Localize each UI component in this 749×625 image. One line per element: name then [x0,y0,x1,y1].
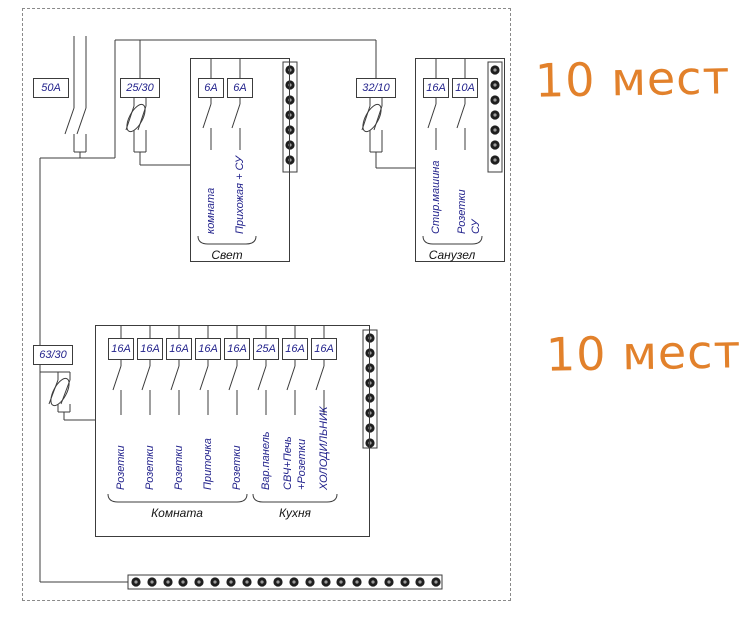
light-group-wires [202,58,241,150]
breaker-rating: 16A [282,338,308,360]
group-title-room: Комната [151,506,203,520]
group-title-light: Свет [211,248,243,262]
breaker-rating: 16A [195,338,221,360]
circuit-label: Приточка [202,438,214,490]
room-kitchen-group-box [95,325,370,537]
breaker-rating: 16A [108,338,134,360]
breaker-rating: 6A [198,78,224,98]
breaker-rating: 6A [227,78,253,98]
circuit-label: СУ [470,219,482,234]
lower-group-wires [112,325,325,415]
circuit-label: Розетки [231,445,243,490]
main-breaker-rating: 50A [33,78,69,98]
group-brackets [107,235,483,503]
circuit-label: Стир.машина [430,160,442,234]
rcd-light-rating: 25/30 [120,78,160,98]
annotation-10-places-bottom: 10 мест [545,324,742,382]
bathroom-group-box [415,58,505,262]
breaker-rating: 16A [311,338,337,360]
rcd-main-rating: 63/30 [33,345,73,365]
breaker-rating: 16A [423,78,449,98]
rcd-bath-rating: 32/10 [356,78,396,98]
circuit-label: комната [205,187,217,234]
circuit-label: Прихожая + СУ [234,156,246,234]
light-group-box [190,58,290,262]
supply-and-bus-wires [39,36,377,583]
rcd-ellipse-symbols [50,103,382,407]
breaker-rating: 16A [137,338,163,360]
bath-group-wires [427,58,466,150]
breaker-rating: 25A [253,338,279,360]
group-title-kitchen: Кухня [279,506,311,520]
annotation-10-places-top: 10 мест [534,50,731,108]
circuit-label: Розетки [115,445,127,490]
terminal-strip-rails [127,61,503,590]
breaker-rating: 10A [452,78,478,98]
group-title-bathroom: Санузел [428,248,476,262]
rcd-bath-wires [361,98,415,169]
panel-boundary [22,8,511,601]
breaker-rating: 16A [224,338,250,360]
circuit-label: ХОЛОДИЛЬНИК [318,406,330,490]
circuit-label: Розетки [144,445,156,490]
circuit-label: +Розетки [296,438,308,490]
breaker-rating: 16A [166,338,192,360]
circuit-label: Розетки [173,445,185,490]
rcd-light-wires [125,98,190,166]
circuit-label: Вар.панель [260,431,272,490]
rcd-main-wires [40,371,95,421]
